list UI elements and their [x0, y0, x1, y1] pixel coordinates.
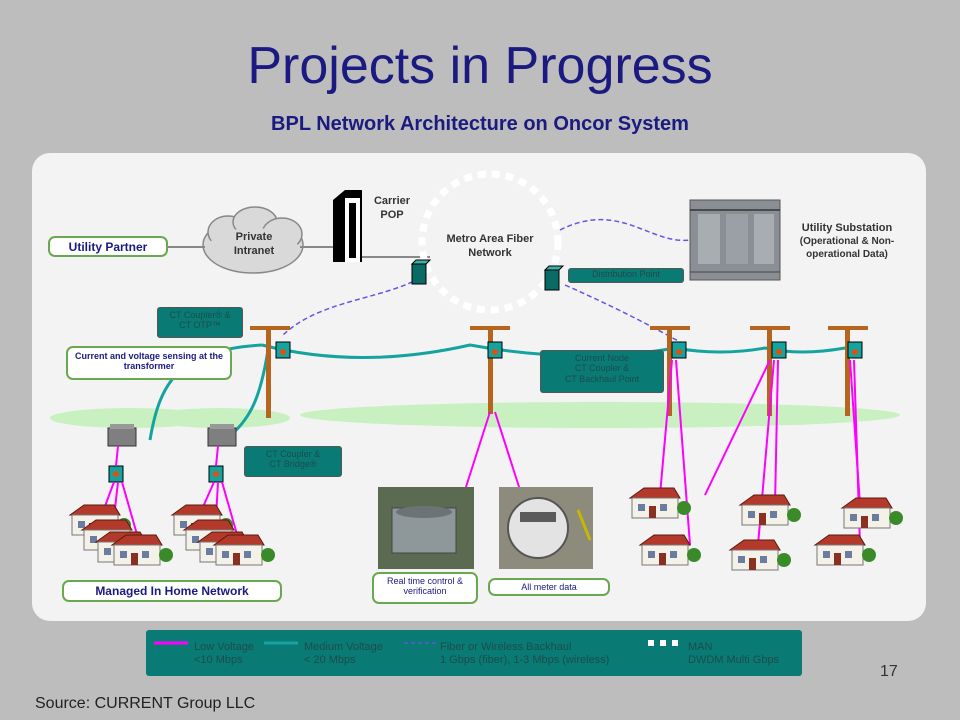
utility-pole	[650, 326, 690, 416]
backhaul-line	[564, 284, 681, 343]
coupler-icon	[275, 341, 291, 359]
utility-substation-label: Utility Substation	[801, 222, 893, 234]
page-number: 17	[880, 663, 898, 680]
utility-pole	[750, 326, 790, 416]
page-subtitle: BPL Network Architecture on Oncor System	[271, 113, 689, 135]
utility-pole	[250, 326, 290, 418]
backhaul-line	[559, 218, 691, 242]
ground-ellipse	[150, 408, 290, 428]
legend-swatches	[154, 640, 678, 646]
house-icon	[628, 487, 691, 519]
substation-image	[689, 199, 781, 281]
house-icon	[813, 534, 876, 566]
house-icon	[728, 539, 791, 571]
coupler-icon	[487, 341, 503, 359]
legend-item-medium-voltage: Medium Voltage< 20 Mbps	[304, 641, 383, 667]
private-intranet-label: Private Intranet	[233, 231, 275, 257]
ac-unit-photo	[378, 487, 474, 569]
current-node-box: Current Node CT Coupler & CT Backhaul Po…	[540, 350, 664, 393]
page-title: Projects in Progress	[247, 37, 713, 95]
house-icon	[638, 534, 701, 566]
metro-area-label: Metro Area Fiber Network	[446, 233, 534, 259]
ground-ellipse	[300, 402, 900, 428]
building-icon	[333, 190, 362, 262]
real-time-box: Real time control & verification	[372, 572, 478, 604]
legend: Low Voltage<10 Mbps Medium Voltage< 20 M…	[146, 630, 802, 676]
node-icon	[410, 259, 432, 285]
meter-icon	[208, 465, 224, 483]
house-group-mid	[170, 504, 275, 566]
all-meter-box: All meter data	[488, 578, 610, 596]
legend-item-low-voltage: Low Voltage<10 Mbps	[194, 641, 254, 667]
carrier-pop-label: Carrier POP	[373, 195, 411, 221]
cloud-icon	[202, 206, 304, 274]
house-icon	[110, 534, 173, 566]
metro-ring	[418, 170, 562, 314]
transformer-icon	[207, 424, 237, 447]
node-icon	[543, 265, 565, 291]
ct-coupler-bridge-box: CT Coupler & CT Bridge®	[244, 446, 342, 477]
source-citation: Source: CURRENT Group LLC	[35, 695, 256, 712]
utility-pole	[470, 326, 510, 414]
house-icon	[738, 494, 801, 526]
coupler-icon	[847, 341, 863, 359]
house-group-right	[628, 487, 903, 571]
transformer-icon	[107, 424, 137, 447]
utility-pole	[828, 326, 868, 416]
utility-partner-box: Utility Partner	[48, 236, 168, 257]
current-voltage-box: Current and voltage sensing at the trans…	[66, 346, 232, 380]
house-icon	[840, 497, 903, 529]
meter-photo	[499, 487, 593, 569]
managed-home-box: Managed In Home Network	[62, 580, 282, 602]
coupler-icon	[771, 341, 787, 359]
house-group-left	[68, 504, 173, 566]
house-icon	[212, 534, 275, 566]
backhaul-line	[282, 277, 421, 336]
coupler-icon	[671, 341, 687, 359]
utility-substation-sublabel: (Operational & Non-operational Data)	[799, 236, 895, 260]
distribution-point-box: Distribution Point	[568, 268, 684, 283]
ct-coupler-otp-box: CT Coupler® & CT OTP™	[157, 307, 243, 338]
meter-icon	[108, 465, 124, 483]
